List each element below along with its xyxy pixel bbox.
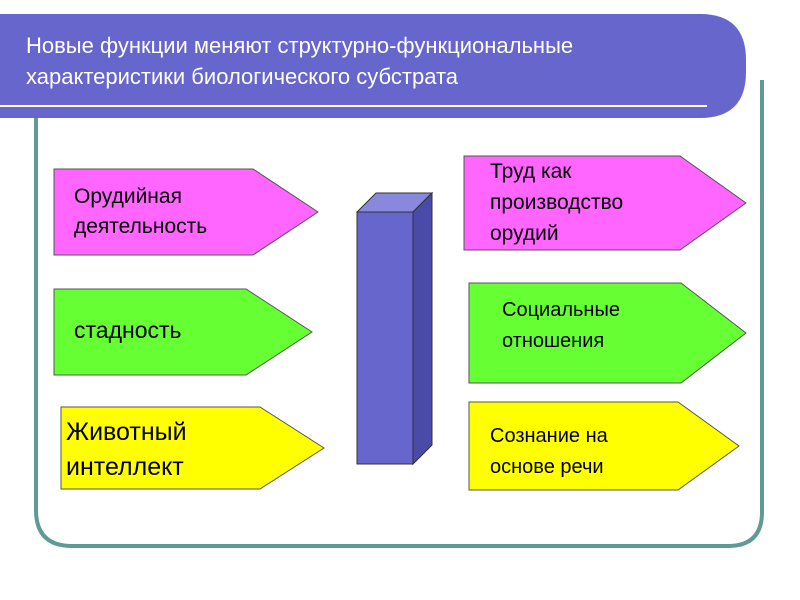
pillar-front	[356, 211, 414, 465]
label-line: Орудийная	[74, 185, 182, 208]
label-line: основе речи	[490, 456, 604, 478]
label-animal-intellect: Животный интеллект	[66, 415, 187, 485]
label-tool-activity: Орудийная деятельность	[74, 182, 207, 242]
label-social-relations: Социальные отношения	[502, 295, 620, 357]
title-line-2: характеристики биологического субстрата	[26, 64, 459, 89]
label-line: производство	[490, 191, 624, 214]
label-line: орудий	[490, 222, 559, 245]
label-line: стадность	[74, 317, 182, 343]
title-line-1: Новые функции меняют структурно-функцион…	[26, 33, 574, 58]
slide-frame	[34, 80, 764, 548]
arrow-tool-activity	[53, 168, 319, 256]
arrow-labor	[463, 155, 747, 251]
label-labor: Труд как производство орудий	[490, 156, 623, 249]
arrow-consciousness	[468, 401, 740, 491]
label-line: Труд как	[490, 160, 572, 183]
label-line: деятельность	[74, 215, 208, 238]
title-bar	[0, 14, 746, 118]
label-consciousness: Сознание на основе речи	[490, 421, 608, 483]
arrow-animal-intellect	[60, 406, 325, 490]
pillar-side	[412, 191, 433, 466]
label-line: Сознание на	[490, 425, 608, 447]
arrow-social-relations	[468, 282, 747, 384]
label-herd-instinct: стадность	[74, 315, 182, 345]
page-title: Новые функции меняют структурно-функцион…	[26, 30, 726, 92]
label-line: интеллект	[66, 453, 184, 481]
label-line: Животный	[66, 418, 187, 446]
arrow-herd-instinct	[53, 288, 313, 376]
label-line: Социальные	[502, 299, 620, 321]
label-line: отношения	[502, 330, 605, 352]
